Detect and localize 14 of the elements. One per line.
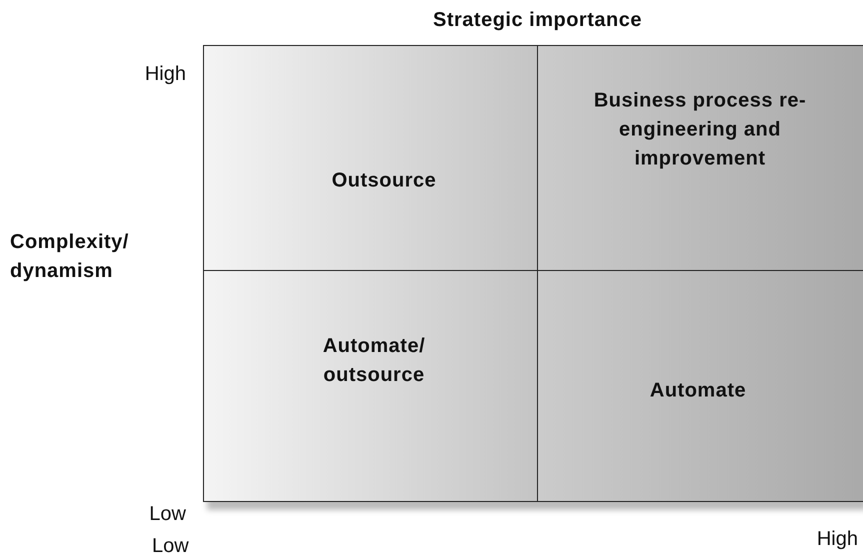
matrix-quadrant bbox=[203, 270, 538, 502]
quadrant-label: Outsource bbox=[330, 168, 438, 194]
axis-title: Complexity/ dynamism bbox=[10, 230, 130, 284]
axis-title: Strategic importance bbox=[432, 8, 643, 33]
quadrant-label: Business process re-engineering and improvement bbox=[592, 88, 808, 172]
quadrant-label: Automate bbox=[648, 378, 748, 404]
axis-tick-label: High bbox=[144, 62, 186, 87]
matrix-quadrant bbox=[537, 270, 863, 502]
quadrant-label: Automate/ outsource bbox=[322, 334, 426, 388]
matrix-quadrant bbox=[537, 45, 863, 271]
axis-tick-label: Low bbox=[148, 502, 186, 527]
matrix-quadrant bbox=[203, 45, 538, 271]
axis-tick-label: High bbox=[816, 527, 858, 552]
axis-tick-label: Low bbox=[152, 534, 190, 557]
